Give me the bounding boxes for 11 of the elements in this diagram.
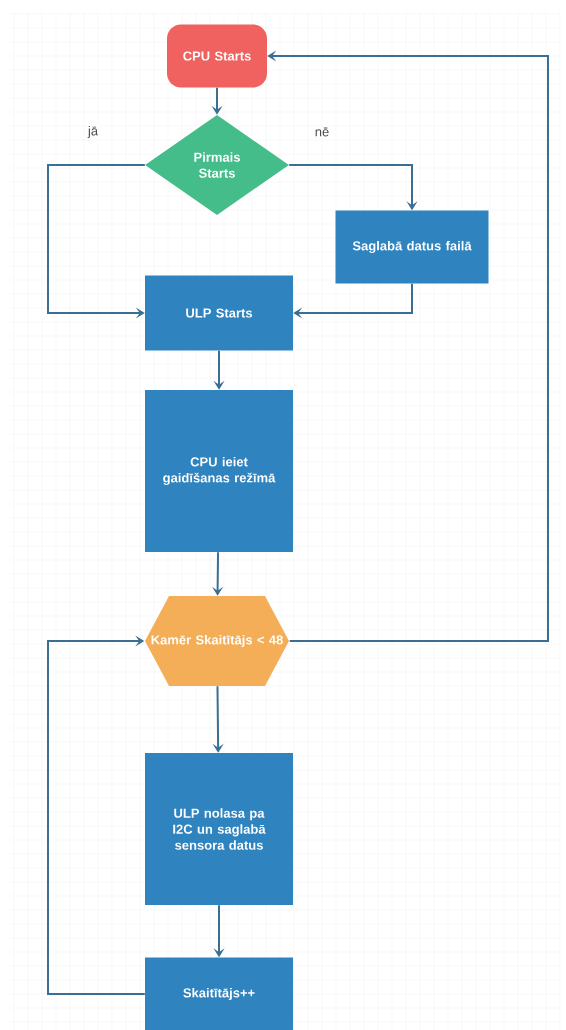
process-box: ULP Starts [145,275,293,351]
arrow [47,635,146,995]
loop-hexagon: Kamēr Skaitītājs < 48 [145,596,289,686]
edge-label: nē [313,126,331,138]
arrow [293,282,413,319]
process-box: Skaitītājs++ [145,957,293,1030]
process-box: CPU ieiet gaidīšanas režīmā [145,390,293,552]
start-terminal: CPU Starts [167,24,267,88]
process-box: ULP nolasa pa I2C un saglabā sensora datus [145,753,293,905]
edge-label: jā [86,124,100,140]
process-box: Saglabā datus failā [335,210,489,284]
